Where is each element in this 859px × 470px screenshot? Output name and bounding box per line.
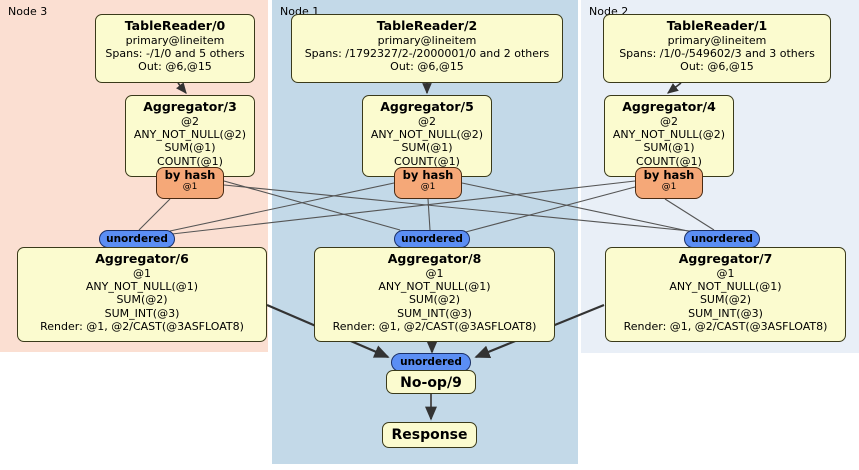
processor-detail-agg2: SUM(@1) bbox=[401, 141, 453, 155]
processor-detail-out: Out: @6,@15 bbox=[138, 60, 212, 74]
processor-box-response[interactable]: Response bbox=[382, 422, 477, 448]
processor-detail-render: Render: @1, @2/CAST(@3ASFLOAT8) bbox=[40, 319, 244, 333]
processor-detail-groupcol: @2 bbox=[660, 115, 678, 128]
processor-detail-table: primary@lineitem bbox=[125, 34, 225, 47]
processor-detail-agg2: SUM(@1) bbox=[643, 141, 695, 155]
processor-detail-groupcol: @2 bbox=[181, 115, 199, 128]
processor-detail-agg3: SUM_INT(@3) bbox=[688, 306, 763, 320]
processor-detail-spans: Spans: -/1/0 and 5 others bbox=[105, 47, 245, 61]
processor-detail-out: Out: @6,@15 bbox=[390, 60, 464, 74]
processor-detail-out: Out: @6,@15 bbox=[680, 60, 754, 74]
processor-box-tablereader-1[interactable]: TableReader/1 primary@lineitem Spans: /1… bbox=[603, 14, 831, 83]
input-sync-unordered-noop9[interactable]: unordered bbox=[391, 353, 471, 372]
processor-title: TableReader/1 bbox=[666, 18, 768, 33]
processor-title: TableReader/2 bbox=[376, 18, 478, 33]
processor-box-aggregator-3[interactable]: Aggregator/3 @2 ANY_NOT_NULL(@2) SUM(@1)… bbox=[125, 95, 255, 177]
processor-detail-groupcol: @1 bbox=[425, 267, 444, 280]
processor-detail-groupcol: @1 bbox=[133, 267, 151, 280]
processor-detail-agg3: COUNT(@1) bbox=[157, 154, 223, 168]
processor-title: Aggregator/5 bbox=[380, 99, 474, 114]
processor-detail-table: primary@lineitem bbox=[377, 34, 477, 47]
router-label: by hash bbox=[164, 168, 216, 182]
processor-title: Aggregator/3 bbox=[143, 99, 237, 114]
processor-title: Aggregator/8 bbox=[387, 251, 482, 266]
processor-box-aggregator-5[interactable]: Aggregator/5 @2 ANY_NOT_NULL(@2) SUM(@1)… bbox=[362, 95, 492, 177]
processor-box-aggregator-4[interactable]: Aggregator/4 @2 ANY_NOT_NULL(@2) SUM(@1)… bbox=[604, 95, 734, 177]
processor-detail-agg1: ANY_NOT_NULL(@1) bbox=[669, 280, 782, 294]
input-sync-unordered-agg8[interactable]: unordered bbox=[394, 230, 470, 248]
output-router-by-hash-node3[interactable]: by hash @1 bbox=[156, 167, 224, 199]
processor-detail-agg3: SUM_INT(@3) bbox=[104, 306, 180, 320]
processor-title: Response bbox=[391, 427, 468, 443]
processor-detail-spans: Spans: /1792327/2-/2000001/0 and 2 other… bbox=[304, 47, 550, 61]
processor-detail-table: primary@lineitem bbox=[667, 34, 767, 47]
processor-box-tablereader-2[interactable]: TableReader/2 primary@lineitem Spans: /1… bbox=[291, 14, 563, 83]
processor-detail-agg1: ANY_NOT_NULL(@2) bbox=[370, 128, 484, 142]
node-label-node3: Node 3 bbox=[8, 5, 48, 18]
input-sync-unordered-agg6[interactable]: unordered bbox=[99, 230, 175, 248]
router-column: @1 bbox=[420, 182, 436, 192]
processor-detail-agg3: SUM_INT(@3) bbox=[397, 306, 472, 320]
processor-detail-agg3: COUNT(@1) bbox=[394, 154, 460, 168]
processor-detail-groupcol: @2 bbox=[418, 115, 436, 128]
router-column: @1 bbox=[182, 182, 198, 192]
processor-detail-spans: Spans: /1/0-/549602/3 and 3 others bbox=[619, 47, 815, 61]
output-router-by-hash-node2[interactable]: by hash @1 bbox=[635, 167, 703, 199]
processor-box-tablereader-0[interactable]: TableReader/0 primary@lineitem Spans: -/… bbox=[95, 14, 255, 83]
processor-title: No-op/9 bbox=[400, 375, 462, 391]
processor-detail-agg1: ANY_NOT_NULL(@2) bbox=[612, 128, 726, 142]
processor-detail-render: Render: @1, @2/CAST(@3ASFLOAT8) bbox=[623, 319, 828, 333]
output-router-by-hash-node1[interactable]: by hash @1 bbox=[394, 167, 462, 199]
router-column: @1 bbox=[661, 182, 677, 192]
router-label: by hash bbox=[643, 168, 695, 182]
processor-detail-agg1: ANY_NOT_NULL(@2) bbox=[133, 128, 247, 142]
processor-box-aggregator-6[interactable]: Aggregator/6 @1 ANY_NOT_NULL(@1) SUM(@2)… bbox=[17, 247, 267, 342]
processor-detail-render: Render: @1, @2/CAST(@3ASFLOAT8) bbox=[332, 319, 537, 333]
input-sync-unordered-agg7[interactable]: unordered bbox=[684, 230, 760, 248]
processor-title: Aggregator/4 bbox=[622, 99, 716, 114]
processor-detail-agg2: SUM(@1) bbox=[164, 141, 216, 155]
processor-box-aggregator-7[interactable]: Aggregator/7 @1 ANY_NOT_NULL(@1) SUM(@2)… bbox=[605, 247, 846, 342]
processor-title: TableReader/0 bbox=[124, 18, 226, 33]
processor-box-aggregator-8[interactable]: Aggregator/8 @1 ANY_NOT_NULL(@1) SUM(@2)… bbox=[314, 247, 555, 342]
processor-title: Aggregator/6 bbox=[95, 251, 189, 266]
processor-detail-agg1: ANY_NOT_NULL(@1) bbox=[378, 280, 491, 294]
processor-detail-agg1: ANY_NOT_NULL(@1) bbox=[85, 280, 199, 294]
processor-box-noop-9[interactable]: No-op/9 bbox=[386, 370, 476, 394]
processor-detail-agg2: SUM(@2) bbox=[408, 293, 461, 307]
processor-detail-agg2: SUM(@2) bbox=[116, 293, 168, 307]
processor-detail-groupcol: @1 bbox=[716, 267, 735, 280]
processor-title: Aggregator/7 bbox=[678, 251, 773, 266]
processor-detail-agg2: SUM(@2) bbox=[699, 293, 752, 307]
processor-detail-agg3: COUNT(@1) bbox=[636, 154, 702, 168]
router-label: by hash bbox=[402, 168, 454, 182]
